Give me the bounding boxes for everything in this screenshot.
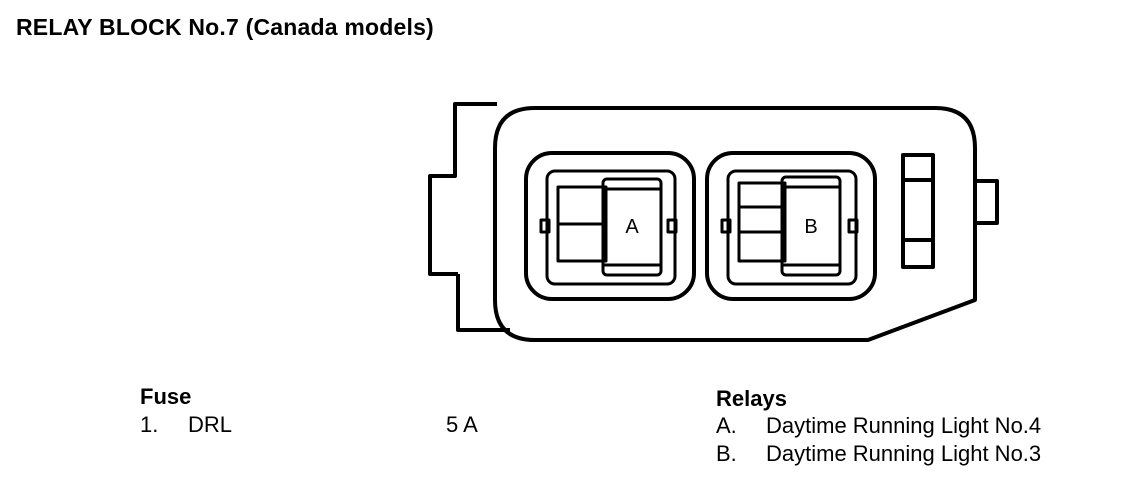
relays-heading: Relays [716, 386, 787, 411]
fuse-slot [901, 153, 935, 269]
relay-b-left-half [737, 181, 787, 263]
fuse-item-number: 1. [140, 412, 159, 437]
left-lower-tab [456, 274, 510, 332]
relay-b-body [780, 175, 842, 277]
right-nub [973, 179, 999, 225]
relay-a-body [601, 177, 663, 277]
page-title: RELAY BLOCK No.7 (Canada models) [16, 14, 434, 40]
relay-b-socket [705, 151, 877, 301]
fuse-heading: Fuse [140, 384, 192, 409]
left-upper-tab [428, 102, 497, 276]
relay-item-letter: A. [716, 413, 737, 438]
fuse-item-name: DRL [188, 412, 233, 437]
relay-b-letter: B [804, 216, 817, 238]
relay-item-name: Daytime Running Light No.4 [766, 413, 1042, 438]
relay-block-housing [493, 106, 977, 342]
relay-a-socket [524, 151, 696, 301]
relay-item-letter: B. [716, 441, 737, 466]
fuse-item-rating: 5 A [446, 412, 478, 437]
relay-a-letter: A [625, 216, 639, 238]
relay-item-name: Daytime Running Light No.3 [766, 441, 1042, 466]
